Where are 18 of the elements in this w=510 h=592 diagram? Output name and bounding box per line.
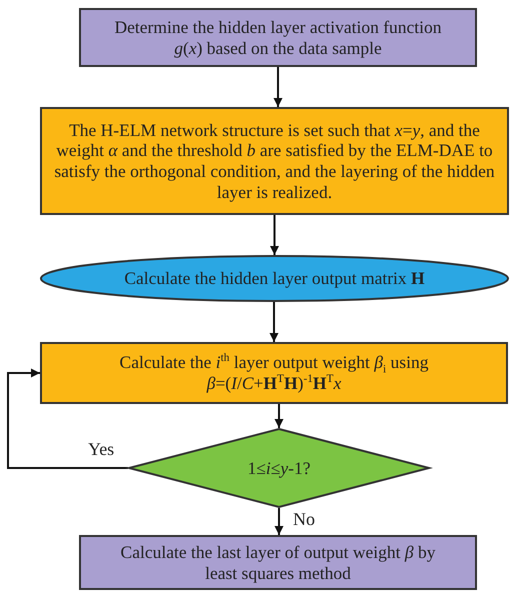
arrow [274, 67, 282, 107]
arrow [274, 508, 284, 535]
process-ellipse [40, 255, 509, 302]
node-text: Calculate the i$^{th}$ layer output weight β$_{i}$ using β=(I/C+H$^{T}$H)$^{-1}$H$^{T}$x [118, 352, 430, 394]
process-box [79, 8, 477, 67]
arrow [270, 215, 279, 255]
node-text: Determine the hidden layer activation function g(x) based on the data sample [113, 16, 443, 58]
arrow [274, 404, 284, 428]
process-box [40, 107, 509, 215]
node-text: Calculate the last layer of output weight β by least squares method [120, 542, 436, 584]
node-text: The H-ELM network structure is set such that x=y, and the weight α and the threshold b are satisfied by the ELM-DAE to satisfy the orthogonal condition, and the layering of the hidden layer is realized. [53, 120, 496, 202]
node-text: Calculate the hidden layer output matrix H [124, 268, 425, 289]
arrow [270, 302, 278, 342]
arrow [7, 368, 128, 469]
process-box [40, 342, 508, 404]
node-text: 1≤i≤y-1? [248, 458, 310, 478]
process-box [79, 535, 477, 590]
decision-diamond [128, 428, 430, 508]
